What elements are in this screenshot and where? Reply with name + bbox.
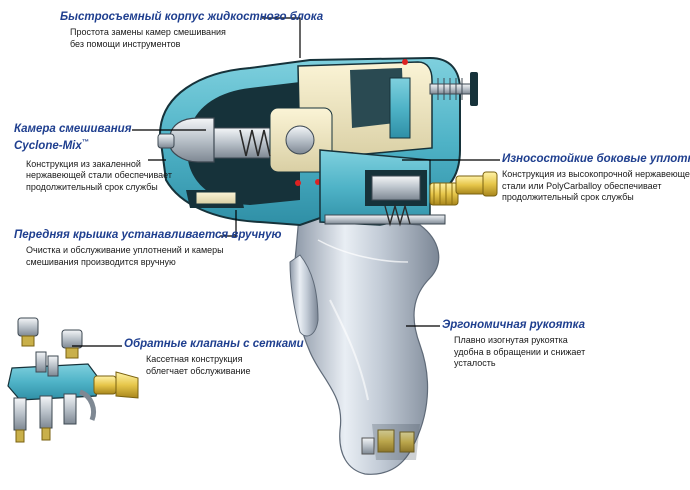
- callout-mix-chamber-subtitle: Cyclone-Mix™: [14, 136, 172, 153]
- callout-mix-chamber-name: Cyclone-Mix: [14, 139, 82, 152]
- callout-mix-chamber-title: Камера смешивания: [14, 123, 132, 135]
- callout-housing: Быстросъемный корпус жидкостного блока П…: [60, 11, 323, 50]
- callout-handle-title: Эргономичная рукоятка: [442, 319, 586, 331]
- callout-check-valves-title: Обратные клапаны с сетками: [124, 338, 304, 350]
- gun-body: [157, 56, 498, 227]
- front-cover-leader: [220, 210, 237, 237]
- check-valve-assembly: [7, 317, 139, 443]
- callout-front-cover: Передняя крышка устанавливается вручную …: [14, 229, 281, 268]
- callout-side-seals-title: Износостойкие боковые уплотнения: [502, 153, 690, 165]
- trademark-mark: ™: [81, 139, 89, 146]
- callout-check-valves: Обратные клапаны с сетками Кассетная кон…: [124, 338, 304, 377]
- callout-side-seals: Износостойкие боковые уплотнения Констру…: [502, 153, 690, 204]
- callout-mix-chamber: Камера смешивания Cyclone-Mix™ Конструкц…: [14, 123, 172, 193]
- callout-mix-chamber-desc: Конструкция из закаленной нержавеющей ст…: [26, 158, 172, 192]
- callout-handle: Эргономичная рукоятка Плавно изогнутая р…: [442, 319, 585, 370]
- callout-front-cover-desc: Очистка и обслуживание уплотнений и каме…: [26, 245, 224, 267]
- callout-side-seals-desc: Конструкция из высокопрочной нержавеющей…: [502, 169, 690, 202]
- callout-check-valves-desc: Кассетная конструкция облегчает обслужив…: [146, 354, 251, 376]
- callout-housing-desc: Простота замены камер смешивания без пом…: [70, 27, 226, 49]
- housing-leader: [262, 17, 301, 58]
- callout-handle-desc: Плавно изогнутая рукоятка удобна в обращ…: [454, 335, 586, 368]
- callout-front-cover-title: Передняя крышка устанавливается вручную: [14, 229, 282, 241]
- leader-lines: [72, 17, 500, 347]
- callout-housing-title: Быстросъемный корпус жидкостного блока: [60, 11, 324, 23]
- handle: [289, 204, 440, 475]
